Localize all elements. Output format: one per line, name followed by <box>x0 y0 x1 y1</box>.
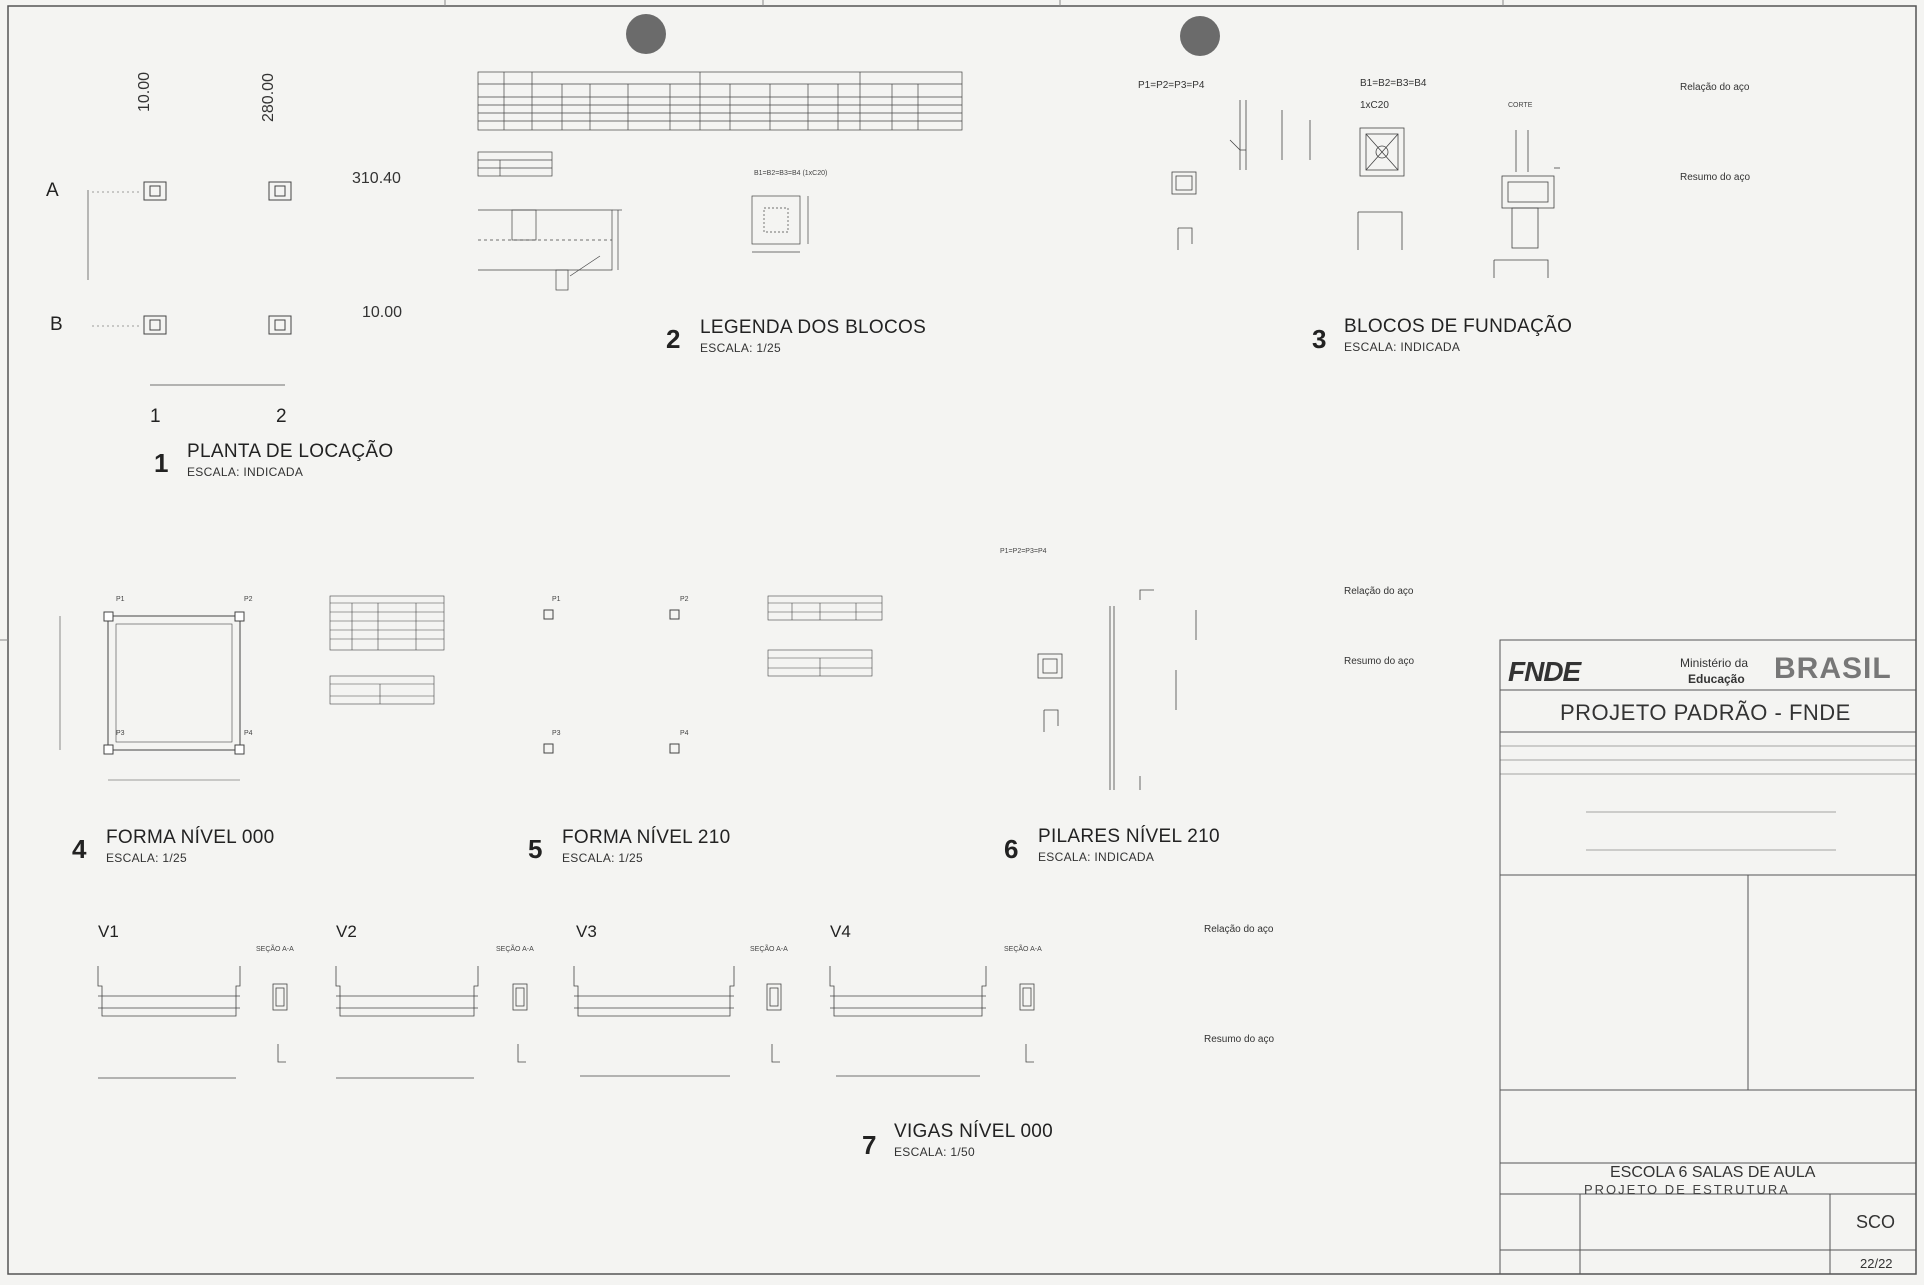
drawing-5-number: 5 <box>528 834 543 864</box>
pilares-210-label: P1=P2=P3=P4 <box>1000 548 1047 555</box>
forma-000-p3: P3 <box>116 730 125 737</box>
drawing-2-scale: ESCALA: 1/25 <box>700 341 781 355</box>
drawing-3-number: 3 <box>1312 324 1327 354</box>
drawing-7-scale: ESCALA: 1/50 <box>894 1145 975 1159</box>
vigas-000-drawing <box>97 966 1035 1079</box>
viga-v1-label: V1 <box>98 922 119 941</box>
estrutura-title: PROJETO DE ESTRUTURA <box>1584 1182 1790 1197</box>
corte-label: CORTE <box>1508 102 1533 109</box>
v2-secao: SEÇÃO A-A <box>496 946 534 953</box>
educacao-label: Educação <box>1688 672 1745 686</box>
drawing-2-title: LEGENDA DOS BLOCOS <box>700 317 927 338</box>
viga-v4-label: V4 <box>830 922 851 941</box>
drawing-7-number: 7 <box>862 1130 877 1160</box>
v3-secao: SEÇÃO A-A <box>750 946 788 953</box>
drawing-1-title: PLANTA DE LOCAÇÃO <box>187 441 394 462</box>
planta-locacao-drawing <box>87 181 292 386</box>
relacao-heading-7: Relação do aço <box>1204 924 1274 935</box>
punch-hole <box>626 14 666 54</box>
pilares-equal-label: P1=P2=P3=P4 <box>1138 80 1205 91</box>
forma-000-drawing <box>59 595 445 781</box>
legenda-blocos-table <box>477 71 963 291</box>
drawing-1-number: 1 <box>154 448 169 478</box>
bloco-spec: 1xC20 <box>1360 100 1389 111</box>
axis-b: B <box>50 314 63 335</box>
forma-000-p1: P1 <box>116 596 125 603</box>
axis-2: 2 <box>276 406 287 427</box>
forma-210-drawing <box>543 595 883 754</box>
fnde-logo: FNDE <box>1508 656 1581 687</box>
drawing-6-scale: ESCALA: INDICADA <box>1038 850 1155 864</box>
forma-210-p3: P3 <box>552 730 561 737</box>
blocos-fundacao-drawing <box>1171 100 1560 278</box>
dim-top-2: 280.00 <box>260 73 277 122</box>
drawing-5-title: FORMA NÍVEL 210 <box>562 827 731 848</box>
drawing-4-title: FORMA NÍVEL 000 <box>106 827 275 848</box>
drawing-4-scale: ESCALA: 1/25 <box>106 851 187 865</box>
resumo-heading-6: Resumo do aço <box>1344 656 1415 667</box>
drawing-4-number: 4 <box>72 834 87 864</box>
drawing-6-title: PILARES NÍVEL 210 <box>1038 826 1220 847</box>
escola-title: ESCOLA 6 SALAS DE AULA <box>1610 1164 1816 1181</box>
dim-right-1: 310.40 <box>352 170 401 187</box>
axis-a: A <box>46 180 59 201</box>
drawing-1-scale: ESCALA: INDICADA <box>187 465 304 479</box>
punch-hole <box>1180 16 1220 56</box>
resumo-heading-7: Resumo do aço <box>1204 1034 1275 1045</box>
forma-000-p4: P4 <box>244 730 253 737</box>
dim-top-1: 10.00 <box>136 71 153 112</box>
forma-210-p1: P1 <box>552 596 561 603</box>
viga-v3-label: V3 <box>576 922 597 941</box>
projeto-padrao-title: PROJETO PADRÃO - FNDE <box>1560 700 1851 725</box>
bloco-legend-label: B1=B2=B3=B4 (1xC20) <box>754 170 828 177</box>
resumo-heading-3: Resumo do aço <box>1680 172 1751 183</box>
v4-secao: SEÇÃO A-A <box>1004 946 1042 953</box>
drawing-3-title: BLOCOS DE FUNDAÇÃO <box>1344 316 1573 337</box>
sheet-number: 22/22 <box>1860 1256 1893 1271</box>
drawing-2-number: 2 <box>666 324 681 354</box>
viga-v2-label: V2 <box>336 922 357 941</box>
drawing-3-scale: ESCALA: INDICADA <box>1344 340 1461 354</box>
forma-210-p4: P4 <box>680 730 689 737</box>
sheet-code: SCO <box>1856 1212 1896 1232</box>
drawing-6-number: 6 <box>1004 834 1019 864</box>
relacao-heading-3: Relação do aço <box>1680 82 1750 93</box>
forma-000-p2: P2 <box>244 596 253 603</box>
pilares-210-drawing <box>1037 589 1197 790</box>
drawing-5-scale: ESCALA: 1/25 <box>562 851 643 865</box>
brasil-logo: BRASIL <box>1774 652 1892 685</box>
axis-1: 1 <box>150 406 161 427</box>
relacao-heading-6: Relação do aço <box>1344 586 1414 597</box>
blocos-equal-label: B1=B2=B3=B4 <box>1360 78 1427 89</box>
drawing-7-title: VIGAS NÍVEL 000 <box>894 1121 1054 1142</box>
dim-right-2: 10.00 <box>362 304 403 321</box>
v1-secao: SEÇÃO A-A <box>256 946 294 953</box>
forma-210-p2: P2 <box>680 596 689 603</box>
title-block-frame <box>1499 639 1917 1275</box>
ministerio-label: Ministério da <box>1680 656 1749 670</box>
